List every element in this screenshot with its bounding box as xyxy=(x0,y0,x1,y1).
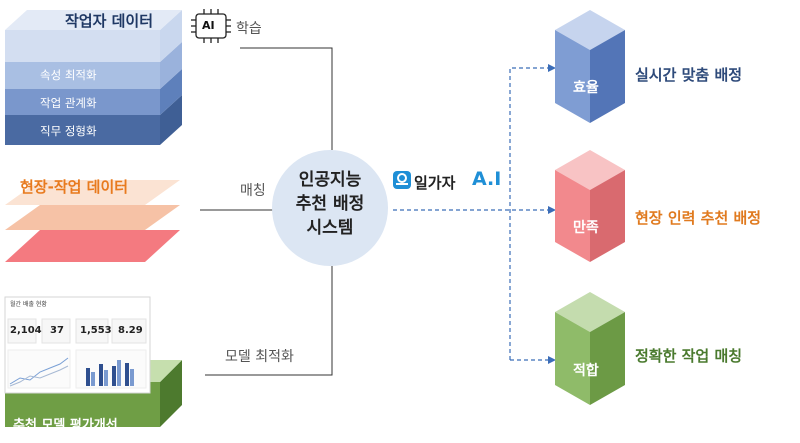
center-line-3: 시스템 xyxy=(306,218,354,238)
brand-logo-icon xyxy=(393,171,411,189)
model-title: 추천 모델 평가개선 xyxy=(13,418,118,433)
output-efficiency-label: 실시간 맞춤 배정 xyxy=(635,66,743,84)
brand-suffix: A.I xyxy=(472,168,502,190)
center-circle xyxy=(272,150,388,266)
worker-layer-3: 직무 정형화 xyxy=(40,124,97,138)
worker-data-title: 작업자 데이터 xyxy=(65,12,154,30)
gem-satisfaction xyxy=(555,150,625,262)
output-fit-label: 정확한 작업 매칭 xyxy=(635,347,743,365)
center-line-2: 추천 배정 xyxy=(295,194,365,214)
gem-efficiency xyxy=(555,10,625,123)
dashboard-title: 월간 배출 현황 xyxy=(10,301,47,308)
connector-lines xyxy=(200,47,333,376)
center-line-1: 인공지능 xyxy=(298,170,362,190)
brand-name: 일가자 xyxy=(414,174,456,192)
kpi-1: 2,104 xyxy=(10,325,42,336)
output-arrows xyxy=(393,67,548,361)
model-block xyxy=(4,296,182,427)
center-text: 인공지능 추천 배정 시스템 xyxy=(272,168,388,240)
kpi-2: 37 xyxy=(50,325,64,336)
site-data-layers xyxy=(5,180,180,262)
ai-chip-label: AI xyxy=(202,19,215,32)
output-satisfaction-label: 현장 인력 추천 배정 xyxy=(635,209,762,227)
worker-layer-1: 속성 최적화 xyxy=(40,68,97,82)
model-opt-label: 모델 최적화 xyxy=(225,349,294,365)
site-data-title: 현장-작업 데이터 xyxy=(20,178,129,196)
kpi-4: 8.29 xyxy=(118,325,143,336)
worker-layer-2: 작업 관계화 xyxy=(40,96,97,110)
gem-fit-label: 적합 xyxy=(573,363,599,379)
gem-efficiency-label: 효율 xyxy=(573,80,599,96)
worker-data-stack xyxy=(5,10,182,145)
learning-label: 학습 xyxy=(236,21,262,37)
kpi-3: 1,553 xyxy=(80,325,112,336)
gem-satisfaction-label: 만족 xyxy=(573,220,599,236)
matching-label: 매칭 xyxy=(240,183,266,199)
gem-fit xyxy=(555,292,625,405)
ai-chip-icon xyxy=(191,9,231,43)
